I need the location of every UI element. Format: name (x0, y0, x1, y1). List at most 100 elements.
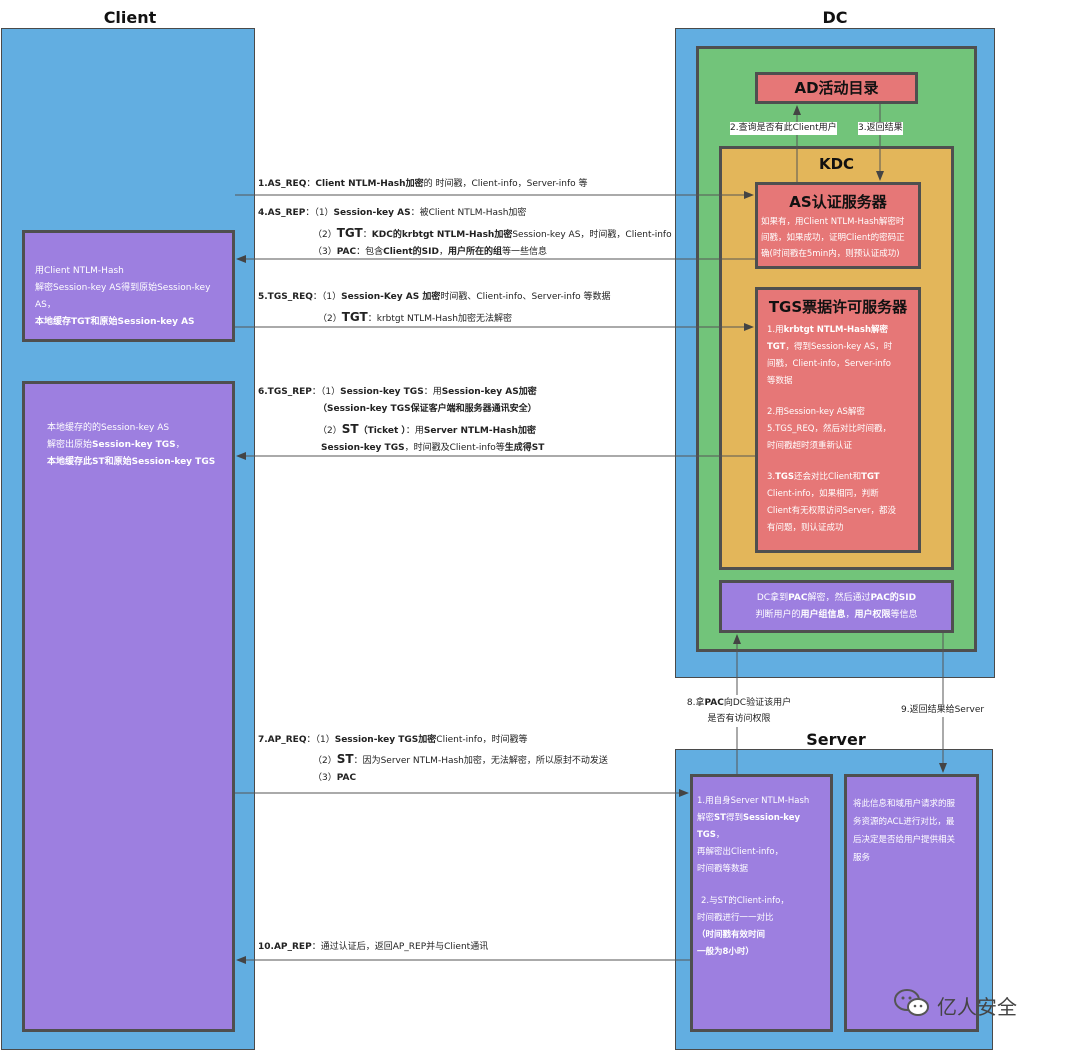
srv-l-2d: Session-key TGS (697, 813, 801, 840)
msg-as-rep-3: （3）PAC：包含Client的SID，用户所在的组等一些信息 (313, 244, 547, 261)
ad-title: AD活动目录 (794, 79, 879, 97)
tgs-rep3-c: （Ticket ） (358, 426, 406, 436)
msg-tgs-req-2: （2）TGT：krbtgt NTLM-Hash加密无法解密 (318, 309, 512, 328)
kdc-title: KDC (818, 155, 855, 173)
srv-r-3: 后决定是否给用户提供相关 (853, 835, 956, 845)
tgs-p1-d: ，得到Session-key AS，时 (785, 342, 893, 352)
srv-l-2e: ， (715, 830, 725, 840)
srv-l-2b: ST (714, 813, 726, 823)
tgs-p2-b: 5.TGS_REQ，然后对比时间戳， (767, 424, 892, 434)
client-box1-line2: 解密Session-key AS得到原始Session-key AS， (35, 283, 211, 310)
ap-rep-b: ：通过认证后，返回AP_REP并与Client通讯 (311, 942, 489, 952)
srv-l-2c: 得到 (725, 813, 743, 823)
tgs-rep1-b: ：（1） (311, 387, 341, 397)
client-box1-line1: 用Client NTLM-Hash (35, 266, 124, 276)
tgs-rep1-d: ：用 (423, 387, 442, 397)
ap-req1-c: Session-key TGS加密 (334, 735, 437, 745)
srv-l-5: 2.与ST的Client-info， (701, 896, 789, 906)
tgs-p1-e: 间戳，Client-info，Server-info (767, 359, 891, 369)
as-rep3-f: 用户所在的组 (448, 247, 503, 257)
msg-ap-rep: 10.AP_REP：通过认证后，返回AP_REP并与Client通讯 (258, 939, 488, 956)
tgs-title: TGS票据许可服务器 (768, 298, 908, 316)
client-box2-line2b: Session-key TGS (92, 440, 176, 450)
ap-req1-a: 7.AP_REQ (258, 735, 307, 745)
pac-verify-d: 是否有访问权限 (707, 714, 771, 724)
pac-l1-d: PAC的SID (870, 593, 917, 603)
client-box2-line2a: 解密出原始 (47, 440, 93, 450)
as-rep3-e: ， (438, 247, 448, 257)
server-title: Server (806, 730, 866, 749)
as-req-c: Client NTLM-Hash加密 (315, 179, 424, 189)
srv-l-1: 1.用自身Server NTLM-Hash (697, 796, 810, 806)
ap-req2-c: ：因为Server NTLM-Hash加密，无法解密，所以原封不动发送 (353, 756, 608, 766)
tgs-server-box: TGS票据许可服务器 1.用krbtgt NTLM-Hash解密 TGT，得到S… (755, 287, 921, 553)
msg-tgs-rep-2: （Session-key TGS保证客户端和服务器通讯安全） (318, 404, 537, 414)
as-rep3-b: PAC (336, 247, 357, 257)
msg-tgs-req-1: 5.TGS_REQ：（1）Session-Key AS 加密时间戳、Client… (258, 289, 610, 306)
as-req-d: 的 时间戳，Client-info，Server-info 等 (423, 179, 588, 189)
watermark-text: 亿人安全 (937, 995, 1017, 1019)
tgs-p1-b: krbtgt NTLM-Hash解密 (783, 325, 888, 335)
msg-as-rep-2: （2）TGT：KDC的krbtgt NTLM-Hash加密Session-key… (313, 225, 672, 244)
tgs-req1-b: ：（1） (312, 292, 342, 302)
pac-l2-e: 等信息 (890, 610, 918, 620)
msg-as-req: 1.AS_REQ：Client NTLM-Hash加密的 时间戳，Client-… (258, 176, 588, 193)
msg-tgs-rep-4: Session-key TGS，时间戳及Client-info等生成得ST (321, 440, 544, 457)
pac-verify-c: 向DC验证该用户 (723, 698, 792, 708)
as-title: AS认证服务器 (789, 193, 887, 211)
pac-l2-c: ， (845, 610, 855, 620)
tgs-p1-a: 1.用 (767, 325, 784, 335)
as-server-box: AS认证服务器 如果有，用Client NTLM-Hash解密时 间戳，如果成功… (755, 182, 921, 269)
tgs-rep4-a: Session-key TGS (321, 443, 405, 453)
pac-l2-d: 用户权限 (854, 610, 891, 620)
as-rep3-g: 等一些信息 (502, 247, 548, 257)
tgs-rep3-b: ST (341, 422, 359, 436)
pac-l2-b: 用户组信息 (800, 610, 846, 620)
tgs-req2-c: ：krbtgt NTLM-Hash加密无法解密 (367, 314, 512, 324)
as-rep2-b: TGT (336, 226, 363, 240)
server-right-box: 将此信息和域用户请求的服 务资源的ACL进行对比，最 后决定是否给用户提供相关 … (844, 774, 979, 1032)
client-box1-line3: 本地缓存TGT和原始Session-key AS (35, 317, 195, 327)
tgs-p3-a: 3. (767, 472, 776, 482)
srv-l-6: 时间戳进行一一对比 (697, 913, 774, 923)
msg-ap-req-1: 7.AP_REQ：（1）Session-key TGS加密Client-info… (258, 732, 527, 749)
srv-l-8: 一般为8小时） (697, 947, 754, 957)
as-desc-3: 确(时间戳在5min内，则预认证成功) (761, 249, 900, 259)
dc-title: DC (822, 8, 848, 27)
pac-verify-a: 8.拿 (686, 698, 705, 708)
client-box-st: 本地缓存的的Session-key AS 解密出原始Session-key TG… (22, 381, 235, 1032)
srv-r-2: 务资源的ACL进行对比，最 (853, 817, 955, 827)
client-box2-line3: 本地缓存此ST和原始Session-key TGS (47, 457, 216, 467)
tgs-req2-a: （2） (318, 314, 342, 324)
tgs-req2-b: TGT (341, 310, 368, 324)
tgs-rep1-e: Session-key AS加密 (441, 387, 537, 397)
as-rep3-a: （3） (313, 247, 337, 257)
tgs-p3-b: TGS (775, 472, 795, 482)
as-rep1-a: 4.AS_REP (258, 208, 306, 218)
ad-directory-box: AD活动目录 (755, 72, 918, 104)
as-rep3-c: ：包含 (356, 247, 384, 257)
ap-req3-a: （3） (313, 773, 337, 783)
pac-l1-b: PAC (788, 593, 808, 603)
srv-l-3: 再解密出Client-info， (697, 847, 784, 857)
tgs-req1-a: 5.TGS_REQ (258, 292, 313, 302)
client-title: Client (103, 8, 157, 27)
tgs-req1-c: Session-Key AS 加密 (341, 292, 441, 302)
tgs-rep3-e: Server NTLM-Hash加密 (423, 426, 536, 436)
srv-r-1: 将此信息和域用户请求的服 (853, 799, 956, 809)
as-rep1-d: ：被Client NTLM-Hash加密 (410, 208, 527, 218)
as-rep2-a: （2） (313, 230, 337, 240)
as-rep2-e: Session-key AS，时间戳，Client-info (512, 230, 672, 240)
as-rep1-b: ：（1） (305, 208, 334, 218)
dc-pac-box: DC拿到PAC解密，然后通过PAC的SID 判断用户的用户组信息，用户权限等信息 (719, 580, 954, 633)
tgs-rep3-a: （2） (318, 426, 342, 436)
as-req-a: 1.AS_REQ (258, 179, 307, 189)
label-ad-return: 3.返回结果 (858, 122, 903, 135)
pac-l1-c: 解密，然后通过 (807, 593, 871, 603)
pac-l2-a: 判断用户的 (755, 610, 801, 620)
label-return-server: 9.返回结果给Server (901, 704, 985, 717)
tgs-p1-c: TGT (767, 342, 786, 352)
tgs-rep4-b: ，时间戳及Client-info等 (404, 443, 505, 453)
label-ad-query: 2.查询是否有此Client用户 (730, 122, 837, 135)
msg-as-rep-1: 4.AS_REP：（1）Session-key AS：被Client NTLM-… (258, 205, 526, 222)
